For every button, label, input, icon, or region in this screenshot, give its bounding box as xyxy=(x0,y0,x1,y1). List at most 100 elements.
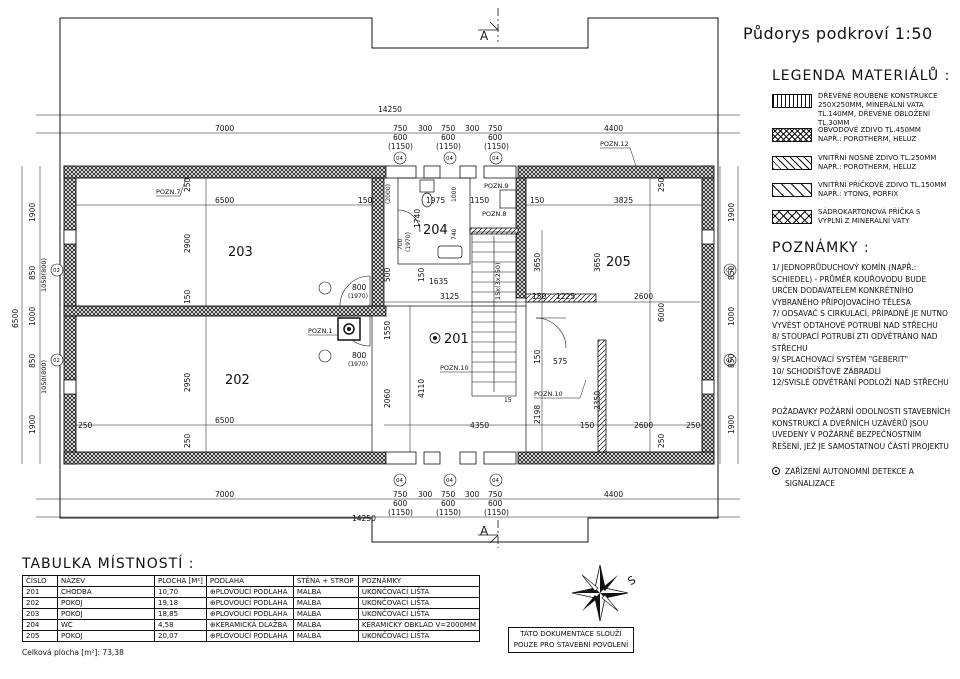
section-cut xyxy=(478,8,499,548)
outer-walls xyxy=(63,165,715,465)
staircase xyxy=(471,231,517,397)
cell: POKOJ xyxy=(57,630,155,642)
dim-side-850-b: 850 xyxy=(28,353,37,368)
cell: ⊕KERAMICKÁ DLAŽBA xyxy=(205,619,294,631)
table-row: 203 POKOJ 18,85 ⊕PLOVOUCÍ PODLAHA MALBA … xyxy=(22,608,481,620)
dim-750-f: 750 xyxy=(488,490,503,499)
col-number: Číslo xyxy=(22,575,58,587)
smoke-detector-legend-icon xyxy=(772,467,780,475)
room-202-label: 202 xyxy=(225,373,250,388)
cell: WC xyxy=(57,619,155,631)
dim-150-e: 150 xyxy=(183,289,192,304)
cell: 201 xyxy=(22,586,58,598)
col-wall: Stěna + strop xyxy=(292,575,359,587)
legend-text-bearing: VNITŘNÍ NOSNÉ ZDIVO tl.250mm NAPŘ.: PORO… xyxy=(818,154,937,171)
win-mark-9: 02 xyxy=(726,268,733,274)
dim-2198: 2198 xyxy=(533,405,542,424)
col-name: Název xyxy=(57,575,155,587)
legend-text-wood: DŘEVĚNÉ ROUBENÉ KONSTRUKCE 250x250mm, mi… xyxy=(818,92,938,127)
win-mark-10: 02 xyxy=(726,358,733,364)
section-label-bottom: A xyxy=(480,524,489,538)
col-notes: Poznámky xyxy=(357,575,481,587)
cell: 19,18 xyxy=(154,597,207,609)
dim-600-f: 600 xyxy=(488,499,503,508)
dim-1150-b: (1150) xyxy=(436,142,461,151)
cell: UKONČOVACÍ LIŠTA xyxy=(357,608,481,620)
drywall-pattern-icon xyxy=(772,210,812,224)
note-9: 9/ SPLACHOVACÍ SYSTÉM "GEBERIT" xyxy=(772,355,909,364)
dim-side-1900-a: 1900 xyxy=(28,203,37,222)
legend-item-partition: VNITŘNÍ PŘÍČKOVÉ ZDIVO tl.150mm NAPŘ.: Y… xyxy=(772,181,952,209)
dim-3825: 3825 xyxy=(614,196,633,205)
dim-side-850-d: 850 xyxy=(727,353,736,368)
dim-300-a: 300 xyxy=(418,124,433,133)
window-markers xyxy=(50,151,737,487)
permit-stamp-text: TATO DOKUMENTACE SLOUŽÍ POUZE PRO STAVEB… xyxy=(513,630,629,649)
cell: ⊕PLOVOUCÍ PODLAHA xyxy=(205,597,294,609)
dim-6500-b: 6500 xyxy=(215,416,234,425)
dim-150-b: 150 xyxy=(530,196,545,205)
callout-pozn10-b: POZN.10 xyxy=(534,390,563,398)
dim-side-850-a: 850 xyxy=(28,265,37,280)
dim-1150-c: (1150) xyxy=(484,142,509,151)
smoke-detector-icon xyxy=(429,332,441,344)
room-201-label: 201 xyxy=(444,332,469,347)
dim-6000: 6000 xyxy=(657,303,666,322)
dim-250-e: 250 xyxy=(657,177,666,192)
cell: ⊕PLOVOUCÍ PODLAHA xyxy=(205,586,294,598)
dim-1970-a: (1970) xyxy=(348,293,368,300)
cell: 203 xyxy=(22,608,58,620)
chimney xyxy=(337,317,361,341)
win-mark-3: 04 xyxy=(492,156,499,162)
drawing-title: Půdorys podkroví 1:50 xyxy=(743,24,933,43)
dim-side-1900-b: 1900 xyxy=(28,415,37,434)
dim-right-bottom: 4400 xyxy=(604,490,623,499)
dim-150-a: 150 xyxy=(358,196,373,205)
win-mark-5: 04 xyxy=(446,478,453,484)
callout-pozn9: POZN.9 xyxy=(484,182,509,190)
dim-1970-c: (1970) xyxy=(405,232,412,252)
floor-plan: A A 04 04 04 04 04 04 02 02 02 02 203 20… xyxy=(11,8,740,622)
stair-bottom-count: 15 xyxy=(504,397,512,404)
win-mark-8: 02 xyxy=(53,358,60,364)
dim-1150-e: (1150) xyxy=(436,508,461,517)
cell: 10,70 xyxy=(154,586,207,598)
dim-750-d: 750 xyxy=(393,490,408,499)
callout-pozn10-a: POZN.10 xyxy=(440,364,469,372)
note-10: 10/ SCHODIŠŤOVÉ ZÁBRADLÍ xyxy=(772,366,881,376)
room-table-heading: TABULKA MÍSTNOSTÍ : xyxy=(22,556,195,572)
dim-1150-f: (1150) xyxy=(484,508,509,517)
dim-1150-a: (1150) xyxy=(388,142,413,151)
cell: MALBA xyxy=(292,597,359,609)
dim-750-e: 750 xyxy=(441,490,456,499)
dim-side-1900-d: 1900 xyxy=(727,415,736,434)
dim-800-b: 800 xyxy=(352,351,367,360)
cell: POKOJ xyxy=(57,597,155,609)
dim-side-850-c: 850 xyxy=(727,265,736,280)
note-8: 8/ STOUPACÍ POTRUBÍ ZTI ODVĚTRÁNO NAD ST… xyxy=(772,332,938,353)
dim-side-1000-b: 1000 xyxy=(727,307,736,326)
dim-2600-a: 2600 xyxy=(634,292,653,301)
dim-3650-a: 3650 xyxy=(593,253,602,272)
dim-250-f: 250 xyxy=(657,433,666,448)
cell: 204 xyxy=(22,619,58,631)
north-label: S xyxy=(626,573,639,588)
room-204-label: 204 xyxy=(423,223,448,238)
dim-750-c: 750 xyxy=(488,124,503,133)
dim-300-c: 300 xyxy=(418,490,433,499)
dim-600-c: 600 xyxy=(488,133,503,142)
windows xyxy=(63,165,715,465)
dim-700: 700 xyxy=(397,238,404,250)
cell: 4,58 xyxy=(154,619,207,631)
brick-pattern-icon xyxy=(772,128,812,142)
wc-fixtures xyxy=(419,179,517,259)
dim-3650-b: 3650 xyxy=(533,253,542,272)
callout-pozn8: POZN.8 xyxy=(482,210,507,218)
cell: UKONČOVACÍ LIŠTA xyxy=(357,630,481,642)
dim-600-e: 600 xyxy=(441,499,456,508)
dim-250-b: 250 xyxy=(686,421,701,430)
dim-2900: 2900 xyxy=(183,234,192,253)
detector-note: ZAŘÍZENÍ AUTONOMNÍ DETEKCE A SIGNALIZACE xyxy=(772,466,960,489)
dim-total-bottom: 14250 xyxy=(352,514,376,523)
fire-note: POŽADAVKY POŽÁRNÍ ODOLNOSTI STAVEBNÍCH K… xyxy=(772,407,951,451)
